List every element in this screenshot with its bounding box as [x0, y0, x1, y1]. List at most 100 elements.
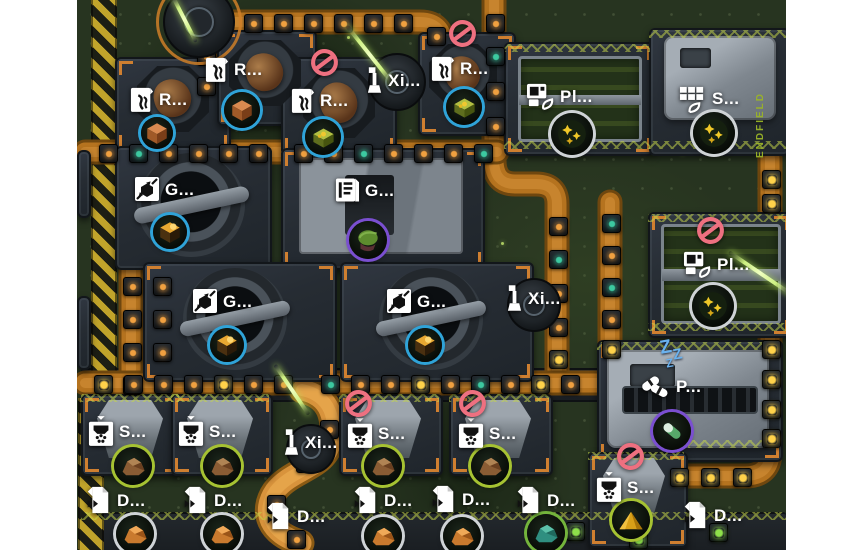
refine-icon	[431, 54, 455, 82]
item-circle[interactable]	[653, 412, 691, 450]
machine-round[interactable]	[132, 153, 250, 257]
belt-item-glow	[159, 380, 168, 389]
building-label-seeder-1[interactable]: S...	[678, 84, 740, 113]
machine-gray[interactable]	[664, 36, 776, 120]
building-label-refinery-1[interactable]: R...	[130, 85, 187, 113]
building-label-power-pole-bottom[interactable]: Xi...	[283, 428, 338, 457]
item-circle[interactable]	[141, 117, 173, 149]
building-label-sifter-4[interactable]: S...	[458, 418, 517, 449]
belt-item-glow	[249, 380, 258, 389]
item-circle[interactable]	[443, 517, 481, 550]
belt-item-glow	[279, 19, 288, 28]
belt-item-glow	[607, 219, 616, 228]
building-label-depot-4[interactable]: D...	[351, 485, 412, 515]
building-label-refinery-3[interactable]: R...	[291, 86, 348, 114]
belt-item-glow	[224, 149, 233, 158]
belt-item-glow	[449, 149, 458, 158]
belt-item	[287, 530, 306, 549]
belt-item-glow	[566, 380, 575, 389]
building-label-depot-6[interactable]: D...	[514, 485, 575, 515]
building-label-text: Pl...	[560, 87, 593, 106]
belt-item-glow	[737, 472, 748, 483]
building-label-power-pole-top[interactable]: Xi...	[366, 66, 421, 95]
building-label-refinery-2[interactable]: R...	[205, 55, 262, 83]
belt-item-glow	[553, 354, 564, 365]
cube-gold-icon	[214, 332, 240, 358]
platform-corner-bracket	[119, 61, 133, 75]
item-circle[interactable]	[224, 92, 260, 128]
item-circle[interactable]	[153, 215, 187, 249]
building-label-depot-7[interactable]: D...	[681, 500, 742, 530]
belt-item-glow	[98, 379, 109, 390]
item-circle[interactable]	[305, 119, 341, 155]
item-circle[interactable]	[551, 113, 593, 155]
chevron-strip	[597, 342, 779, 350]
power-turret[interactable]	[156, 0, 242, 65]
item-circle[interactable]	[364, 447, 402, 485]
item-circle[interactable]	[114, 447, 152, 485]
item-circle[interactable]	[116, 515, 154, 550]
item-circle[interactable]	[693, 112, 735, 154]
building-label-sifter-3[interactable]: S...	[347, 418, 406, 449]
building-label-planter-2[interactable]: Pl...	[683, 250, 750, 279]
cube-gold-icon	[157, 219, 183, 245]
building-label-planter-1[interactable]: Pl...	[526, 82, 593, 111]
belt-item-glow	[476, 380, 485, 389]
belt-item-glow	[766, 174, 777, 185]
machine-track[interactable]	[622, 386, 758, 414]
belt-item-glow	[325, 425, 334, 434]
turret-core	[300, 438, 322, 460]
belt-item	[364, 14, 383, 33]
item-circle[interactable]	[612, 501, 650, 539]
building-label-depot-1[interactable]: D...	[84, 485, 145, 515]
item-circle[interactable]	[471, 447, 509, 485]
refine-icon	[205, 55, 229, 83]
cube-copper-icon	[229, 97, 255, 123]
building-label-sifter-1[interactable]: S...	[88, 416, 147, 447]
item-circle[interactable]	[210, 328, 244, 362]
item-circle[interactable]	[203, 447, 241, 485]
building-label-grinder-2[interactable]: G...	[192, 288, 252, 314]
platform-corner-bracket	[343, 458, 357, 472]
building-label-grinder-1[interactable]: G...	[134, 176, 194, 202]
building-label-power-pole-mid[interactable]: Xi...	[506, 284, 561, 313]
crush-icon	[386, 288, 412, 314]
building-label-sifter-2[interactable]: S...	[178, 416, 237, 447]
power-turret[interactable]	[507, 278, 561, 332]
belt-item	[99, 144, 118, 163]
item-circle[interactable]	[527, 514, 565, 550]
building-label-pharma-processor[interactable]: P...	[639, 372, 701, 400]
building-label-sifter-5[interactable]: S...	[596, 472, 655, 503]
item-circle[interactable]	[349, 221, 387, 259]
platform-corner-bracket	[535, 458, 549, 472]
belt-item-glow	[554, 323, 563, 332]
pole-icon	[506, 284, 523, 313]
turret-core	[385, 70, 409, 94]
crush-icon	[192, 288, 218, 314]
item-circle[interactable]	[446, 89, 482, 125]
belt-item-glow	[158, 282, 167, 291]
belt-item	[411, 375, 430, 394]
veg-icon	[354, 227, 382, 253]
belt-item-glow	[491, 19, 500, 28]
belt-item	[486, 14, 505, 33]
belt-item-glow	[446, 380, 455, 389]
building-label-depot-5[interactable]: D...	[429, 484, 490, 514]
belt-item-glow	[189, 380, 198, 389]
building-label-grinder-3[interactable]: G...	[386, 288, 446, 314]
building-label-recipe-processor[interactable]: G...	[334, 176, 394, 204]
machine-detail	[661, 269, 781, 281]
conveyor-belt[interactable]	[489, 0, 562, 385]
belt-item	[154, 375, 173, 394]
depot-icon	[264, 501, 292, 531]
building-label-depot-3[interactable]: D...	[264, 501, 325, 531]
building-label-depot-2[interactable]: D...	[181, 485, 242, 515]
item-circle[interactable]	[364, 517, 402, 550]
building-label-refinery-4[interactable]: R...	[431, 54, 488, 82]
belt-item-glow	[249, 19, 258, 28]
belt-item	[486, 47, 505, 66]
item-circle[interactable]	[408, 328, 442, 362]
item-circle[interactable]	[692, 285, 734, 327]
flowers-icon	[698, 291, 728, 321]
item-circle[interactable]	[203, 515, 241, 550]
